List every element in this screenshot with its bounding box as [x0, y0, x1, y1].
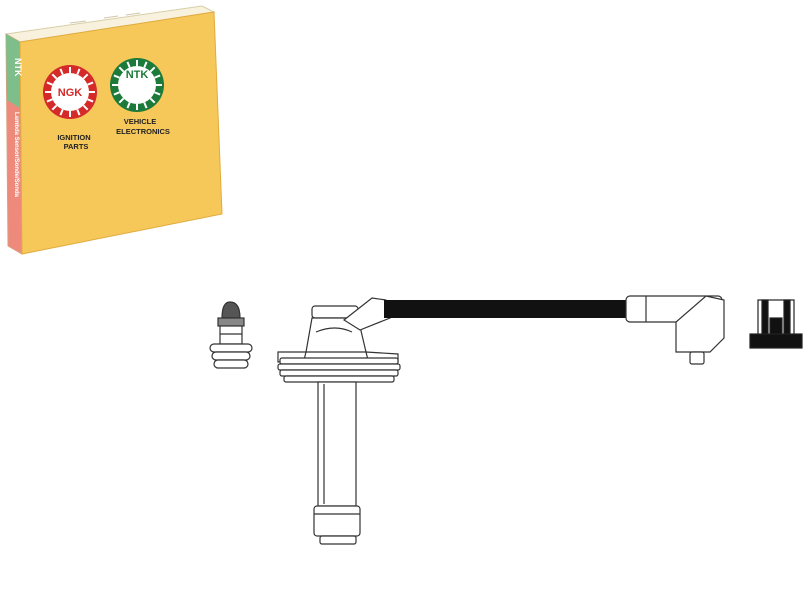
logo-ray — [113, 91, 120, 96]
logo-ray — [126, 61, 131, 68]
logo-ray — [46, 81, 53, 86]
logo-ray — [149, 97, 156, 104]
ntk-logo-icon: NTK — [110, 58, 164, 112]
terminal-clip-icon — [749, 299, 803, 349]
logo-ray — [59, 109, 64, 116]
logo-ray — [87, 98, 94, 103]
logo-ray — [51, 73, 58, 80]
logo-ray — [76, 109, 81, 116]
logo-ray — [154, 74, 161, 79]
ngk-brand-text: NGK — [58, 87, 83, 99]
ngk-logo-icon: NGK — [43, 65, 97, 119]
ntk-caption-line1: VEHICLE — [124, 117, 157, 126]
logo-ray — [126, 102, 131, 109]
logo-ray — [51, 104, 58, 111]
ngk-caption-line1: IGNITION — [57, 133, 90, 142]
box-top-print — [69, 12, 141, 24]
logo-ray — [76, 68, 81, 75]
box-side-text: Lambda Sensor/Sonde/Sonda — [13, 112, 19, 198]
logo-ray — [149, 66, 156, 73]
terminal-adapter-icon — [209, 301, 253, 369]
box-side-stripe — [6, 34, 20, 108]
box-side-brand: NTK — [13, 58, 23, 77]
logo-ray — [82, 104, 89, 111]
logo-ray — [82, 73, 89, 80]
logo-ray — [143, 102, 148, 109]
logo-ray — [113, 74, 120, 79]
ntk-brand-text: NTK — [126, 69, 149, 81]
spark-plug-boot-icon — [277, 297, 401, 545]
logo-ray — [87, 81, 94, 86]
logo-ray — [154, 91, 161, 96]
distributor-boot-icon — [625, 295, 725, 365]
ignition-cable — [384, 300, 628, 318]
logo-ray — [118, 97, 125, 104]
ngk-caption-line2: PARTS — [64, 142, 89, 151]
logo-ray — [59, 68, 64, 75]
logo-ray — [46, 98, 53, 103]
packaging-box: NTK Lambda Sensor/Sonde/Sonda NGK NTK IG… — [4, 5, 223, 255]
logo-ray — [143, 61, 148, 68]
logo-ray — [118, 66, 125, 73]
ntk-caption-line2: ELECTRONICS — [116, 127, 170, 136]
